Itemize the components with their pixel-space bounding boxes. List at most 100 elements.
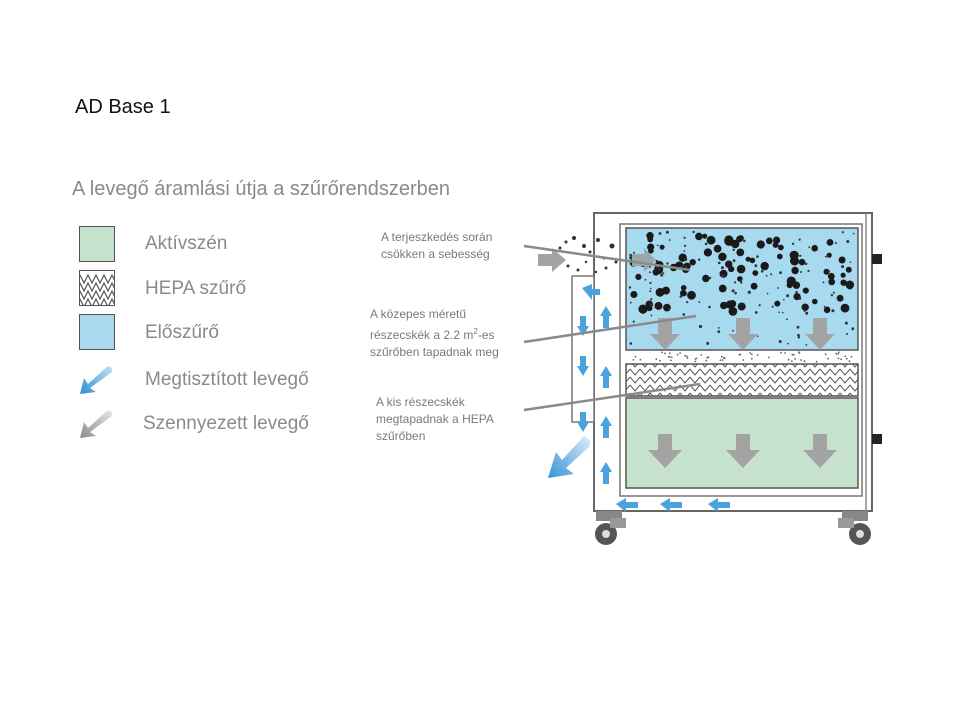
dust-particle: [828, 278, 836, 286]
dust-particle: [756, 240, 765, 249]
dust-particle: [725, 260, 733, 268]
fine-dust-particle: [804, 262, 808, 266]
legend-label-clean-air: Megtisztított levegő: [145, 369, 309, 390]
fine-dust-particle: [629, 256, 633, 260]
dust-particle: [786, 276, 796, 286]
fine-dust-particle: [705, 359, 708, 362]
polluted-air-arrow-icon: [80, 410, 112, 438]
callout-medium-line1: A közepes méretű: [370, 307, 467, 321]
dust-particle: [736, 235, 743, 243]
fine-dust-particle: [740, 281, 743, 284]
down-arrow-icon: [728, 318, 758, 350]
fine-dust-particle: [660, 273, 664, 277]
fine-dust-particle: [698, 324, 703, 329]
fine-dust-particle: [790, 360, 793, 363]
dust-particle: [680, 285, 687, 291]
up-arrow-icon: [600, 366, 612, 388]
dust-particle: [801, 303, 809, 311]
fine-dust-particle: [684, 354, 687, 357]
dust-particle: [702, 274, 710, 283]
fine-dust-particle: [706, 341, 710, 345]
fine-dust-particle: [837, 351, 840, 354]
dust-particle: [840, 272, 846, 278]
fine-dust-particle: [800, 271, 802, 273]
dust-particle: [823, 268, 830, 275]
dust-particle: [802, 287, 809, 294]
fine-dust-particle: [808, 246, 811, 249]
callout-small-line2: megtapadnak a HEPA: [376, 412, 494, 426]
fine-dust-particle: [720, 266, 724, 270]
fine-dust-particle: [686, 301, 689, 304]
legend-label-hepa-filter: HEPA szűrő: [145, 278, 247, 299]
fine-dust-particle: [732, 259, 736, 263]
fine-dust-particle: [780, 351, 782, 354]
fine-dust-particle: [732, 329, 734, 332]
fine-dust-particle: [797, 333, 800, 337]
fine-dust-particle: [770, 273, 773, 276]
dust-particle: [706, 235, 716, 245]
dust-particle: [772, 241, 779, 248]
fine-dust-particle: [670, 359, 672, 362]
dust-particle: [760, 261, 769, 271]
dust-particle: [823, 306, 831, 314]
callout-medium-line3: szűrőben tapadnak meg: [370, 345, 499, 359]
fine-dust-particle: [629, 342, 633, 345]
fine-dust-particle: [717, 330, 721, 334]
fine-dust-particle: [717, 327, 720, 329]
fine-dust-particle: [805, 344, 808, 346]
dust-particle: [812, 298, 818, 305]
fine-dust-particle: [739, 353, 742, 356]
fine-dust-particle: [794, 358, 796, 360]
fine-dust-particle: [720, 355, 723, 358]
inlet-arrow-icon: [538, 248, 566, 272]
fine-dust-particle: [831, 309, 835, 313]
fine-dust-particle: [841, 299, 844, 301]
down-arrow-icon: [577, 356, 589, 376]
dust-particle: [752, 270, 759, 276]
fine-dust-particle: [670, 356, 673, 358]
fine-dust-particle: [815, 360, 818, 363]
fine-dust-particle: [657, 267, 661, 271]
fine-dust-particle: [823, 305, 826, 308]
fine-dust-particle: [787, 358, 790, 361]
legend-swatch-pre-filter: [79, 314, 115, 350]
dust-particle: [630, 291, 638, 298]
fine-dust-particle: [632, 359, 635, 361]
dust-particle: [718, 284, 727, 293]
fine-dust-particle: [666, 262, 669, 265]
fine-dust-particle: [851, 327, 855, 331]
fine-dust-particle: [650, 298, 653, 301]
dust-particle: [702, 233, 708, 239]
fine-dust-particle: [665, 230, 669, 234]
fine-dust-particle: [800, 359, 802, 361]
dust-particle: [798, 258, 806, 266]
right-caster-wheel: [838, 511, 871, 545]
outlet-clean-air-arrow-icon: [548, 436, 590, 478]
side-knob: [872, 254, 882, 264]
fine-dust-particle: [679, 352, 681, 354]
fine-dust-particle: [649, 281, 652, 285]
dust-particle: [827, 272, 835, 280]
fine-dust-particle: [795, 290, 798, 294]
fine-dust-particle: [827, 357, 829, 360]
slide-title: AD Base 1: [75, 96, 171, 118]
fine-dust-particle: [787, 342, 789, 345]
dust-particle: [728, 307, 738, 316]
fine-dust-particle: [743, 239, 746, 243]
fine-dust-particle: [791, 353, 794, 356]
dust-particles: [628, 230, 855, 346]
fine-dust-particle: [650, 314, 653, 317]
callout-medium-superscript: 2: [473, 327, 478, 336]
dust-particle: [731, 239, 740, 249]
fine-dust-particle: [694, 360, 697, 363]
dust-particle: [778, 244, 784, 251]
left-arrow-icon: [582, 284, 600, 300]
dust-particle: [773, 236, 781, 244]
down-arrow-icon: [648, 434, 682, 468]
fine-dust-particle: [803, 310, 806, 312]
fine-dust-particle: [754, 264, 758, 268]
fine-dust-particle: [822, 281, 825, 284]
fine-dust-particle: [848, 360, 851, 363]
housing-inner: [619, 223, 863, 497]
leader-line-expansion: [523, 244, 691, 272]
